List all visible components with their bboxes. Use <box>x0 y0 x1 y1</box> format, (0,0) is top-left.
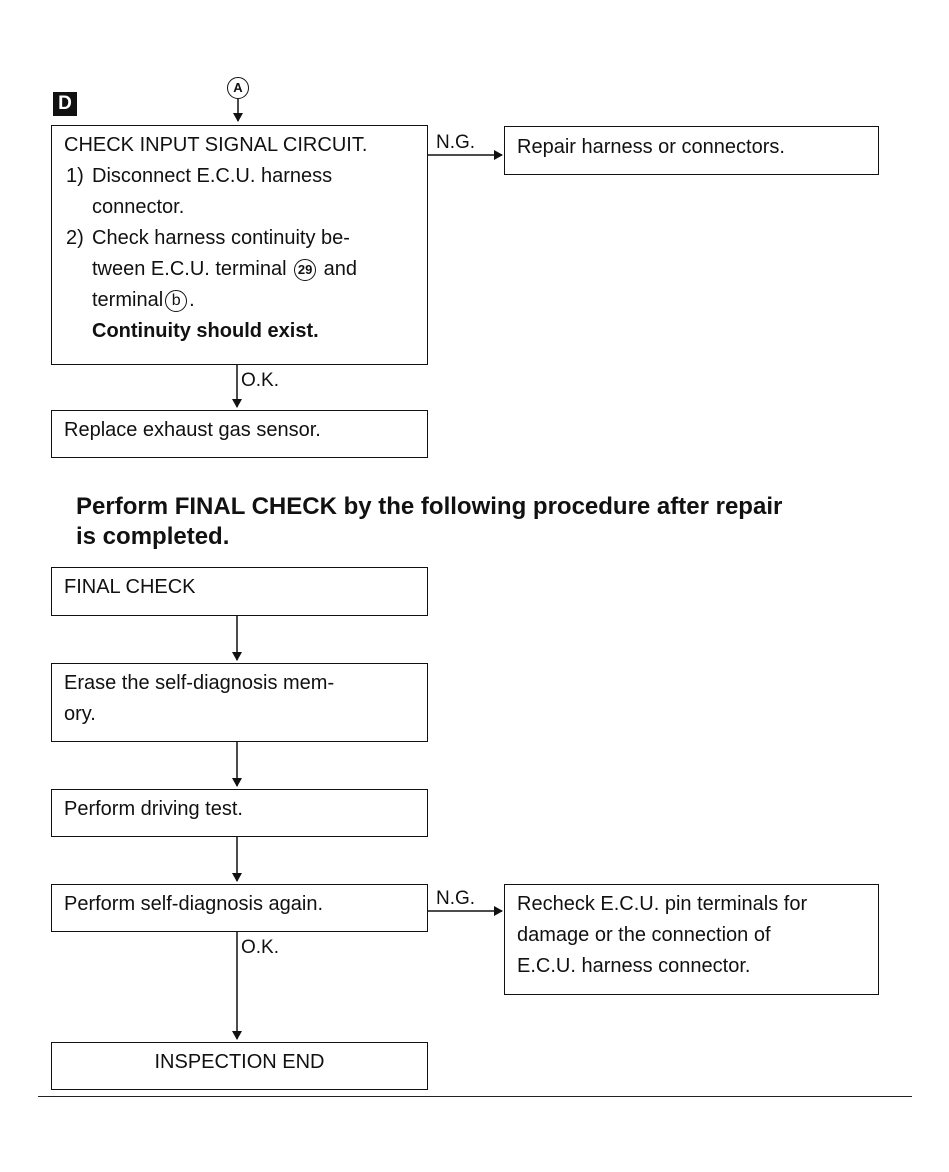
recheck-terminals-box: Recheck E.C.U. pin terminals for damage … <box>504 884 879 995</box>
erase-line-2: ory. <box>64 703 96 725</box>
driving-test-box: Perform driving test. <box>51 789 428 837</box>
step-1-number: 1) <box>66 165 84 187</box>
step-2-line-3-end: . <box>189 289 195 311</box>
check-title: CHECK INPUT SIGNAL CIRCUIT. <box>64 134 368 156</box>
section-marker: D <box>53 92 77 116</box>
ng-label-2: N.G. <box>436 888 476 909</box>
check-input-signal-box: CHECK INPUT SIGNAL CIRCUIT. 1) Disconnect… <box>51 125 428 365</box>
step-2-line-1: Check harness continuity be- <box>92 227 350 249</box>
self-diagnosis-box: Perform self-diagnosis again. <box>51 884 428 932</box>
continuity-result: Continuity should exist. <box>92 320 319 342</box>
ok-label-1: O.K. <box>241 370 280 391</box>
erase-line-1: Erase the self-diagnosis mem- <box>64 672 335 694</box>
step-1-line-2: connector. <box>92 196 185 218</box>
heading-line-1: Perform FINAL CHECK by the following pro… <box>76 493 783 520</box>
step-2-line-2-text: tween E.C.U. terminal <box>92 258 287 280</box>
bottom-rule <box>38 1096 912 1097</box>
check-step-2: 2) Check harness continuity be- <box>64 223 415 254</box>
ng-label-1: N.G. <box>436 132 476 153</box>
replace-sensor-box: Replace exhaust gas sensor. <box>51 410 428 458</box>
heading-line-2: is completed. <box>76 523 230 550</box>
step-1-line-1: Disconnect E.C.U. harness <box>92 165 333 187</box>
recheck-line-2: damage or the connection of <box>517 924 771 946</box>
terminal-b-icon: b <box>165 290 188 312</box>
inspection-end-box: INSPECTION END <box>51 1042 428 1090</box>
step-2-line-2: tween E.C.U. terminal 29 and <box>64 254 415 285</box>
final-check-box: FINAL CHECK <box>51 567 428 616</box>
connector-a: A <box>227 77 249 99</box>
step-2-line-2-and: and <box>323 258 358 280</box>
ok-label-2: O.K. <box>241 937 280 958</box>
recheck-line-1: Recheck E.C.U. pin terminals for <box>517 893 808 915</box>
repair-harness-box: Repair harness or connectors. <box>504 126 879 175</box>
step-2-number: 2) <box>66 227 84 249</box>
step-2-line-3-text: terminal <box>92 289 164 311</box>
erase-memory-box: Erase the self-diagnosis mem- ory. <box>51 663 428 742</box>
check-step-1: 1) Disconnect E.C.U. harness <box>64 161 415 192</box>
terminal-29-icon: 29 <box>294 259 317 281</box>
recheck-line-3: E.C.U. harness connector. <box>517 955 751 977</box>
final-check-heading: Perform FINAL CHECK by the following pro… <box>76 492 916 552</box>
